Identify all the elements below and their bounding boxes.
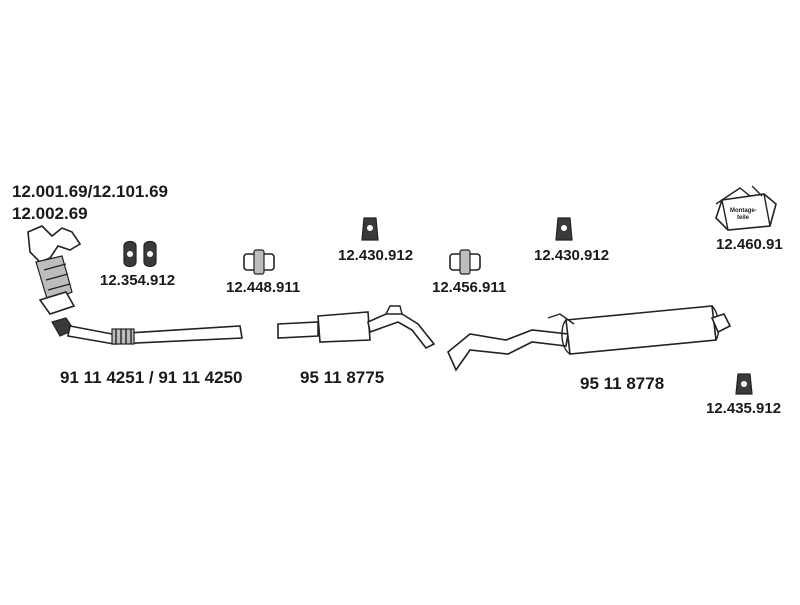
clamp-1 [243, 249, 275, 275]
front-pipe-part-number: 91 11 4251 / 91 11 4250 [60, 368, 243, 387]
hanger-1-part-number: 12.430.912 [338, 247, 414, 264]
catalyst-part-number-line2: 12.002.69 [12, 204, 88, 223]
mount-pair-part-number: 12.354.912 [100, 272, 176, 289]
rear-silencer [447, 305, 732, 372]
clamp-1-part-number: 12.448.911 [226, 279, 301, 296]
hanger-3-part-number: 12.435.912 [706, 400, 782, 417]
mounting-kit-part-number: 12.460.91 [716, 236, 783, 253]
rubber-mount-pair [123, 240, 157, 268]
front-pipe [51, 317, 243, 345]
catalytic-converter [27, 225, 82, 315]
middle-silencer [277, 305, 436, 350]
mounting-kit-box [715, 185, 777, 231]
hanger-2-part-number: 12.430.912 [534, 247, 610, 264]
hanger-2 [555, 217, 573, 241]
middle-silencer-part-number: 95 11 8775 [300, 368, 385, 387]
catalyst-part-number-line1: 12.001.69/12.101.69 [12, 182, 168, 201]
clamp-2-part-number: 12.456.911 [432, 279, 507, 296]
hanger-1 [361, 217, 379, 241]
mounting-kit-box-text-1: Montage- [730, 208, 757, 214]
hanger-3 [735, 373, 753, 395]
mounting-kit-box-text-2: teile [737, 215, 750, 221]
rear-silencer-part-number: 95 11 8778 [580, 374, 665, 393]
clamp-2 [449, 249, 481, 275]
